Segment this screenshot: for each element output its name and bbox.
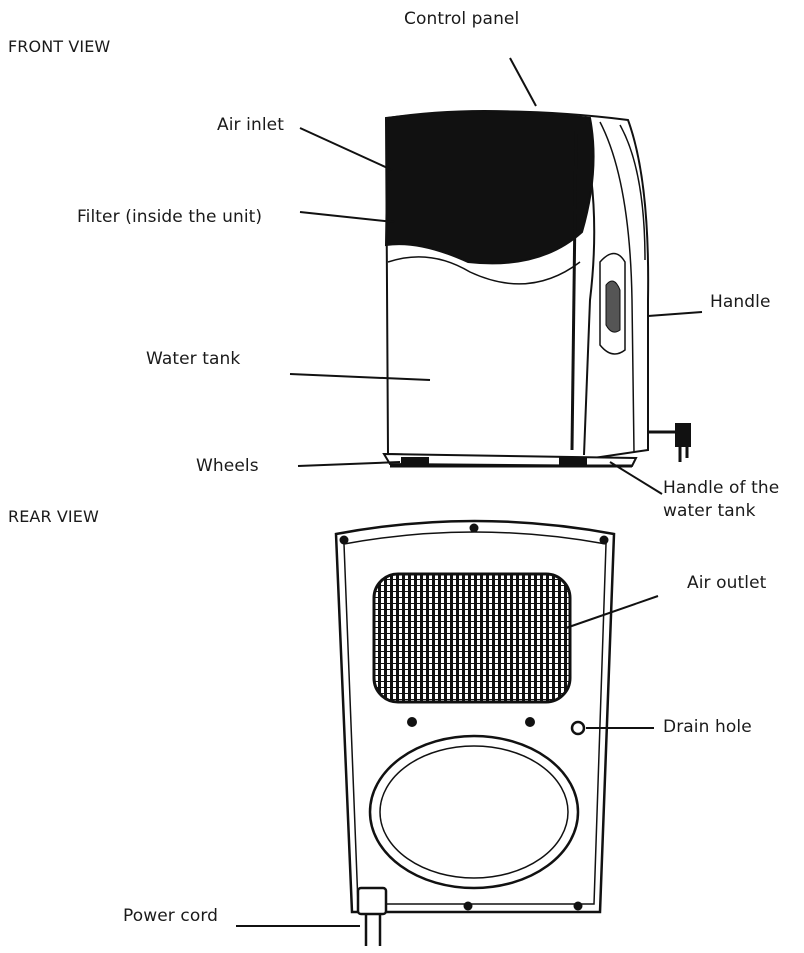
- rear-unit: [334, 519, 616, 914]
- front-view-title: FRONT VIEW: [8, 37, 111, 56]
- label-air-outlet: Air outlet: [687, 573, 767, 593]
- air-inlet-panel: [384, 110, 595, 265]
- drain-hole: [570, 720, 586, 736]
- rear-screws: [339, 523, 609, 911]
- leader-handle: [647, 311, 703, 317]
- front-side-panel-2: [599, 121, 635, 453]
- label-power-cord: Power cord: [123, 906, 219, 926]
- handle-recess: [599, 252, 626, 355]
- label-handle: Handle: [710, 292, 771, 312]
- front-side-edge: [619, 124, 646, 261]
- leader-wheels: [297, 461, 401, 467]
- rear-view-title: REAR VIEW: [8, 507, 99, 526]
- leader-air-outlet: [565, 595, 659, 629]
- label-tank-handle-1: Handle of the: [663, 478, 780, 498]
- label-drain-hole: Drain hole: [663, 717, 752, 737]
- rear-leaders: [236, 595, 659, 927]
- rear-oval-outer: [368, 734, 580, 890]
- leader-control-panel: [509, 57, 537, 107]
- front-unit: [382, 110, 691, 468]
- label-air-inlet: Air inlet: [217, 115, 284, 135]
- air-outlet-grille: [372, 572, 572, 704]
- rear-power-plug: [356, 886, 388, 946]
- leader-water-tank: [289, 373, 431, 381]
- rear-oval-inner: [379, 745, 569, 879]
- leader-tank-handle: [609, 461, 663, 495]
- leader-filter: [299, 211, 395, 223]
- front-leaders: [289, 57, 703, 495]
- label-tank-handle-2: water tank: [663, 501, 756, 521]
- label-water-tank: Water tank: [146, 349, 241, 369]
- label-control-panel: Control panel: [404, 9, 520, 29]
- label-wheels: Wheels: [196, 456, 259, 476]
- wave-line: [387, 256, 581, 285]
- leader-air-inlet: [299, 127, 393, 171]
- handle-grip: [605, 280, 621, 333]
- label-filter: Filter (inside the unit): [77, 207, 263, 227]
